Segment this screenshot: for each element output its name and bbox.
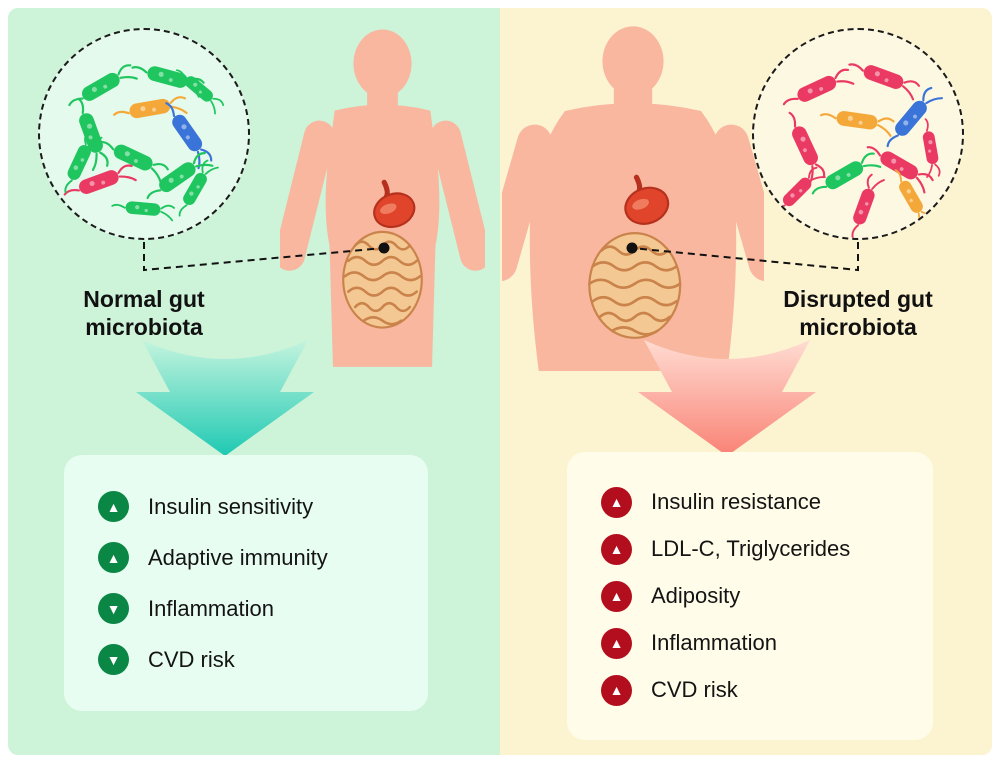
normal-gut-heading: Normal gut microbiota bbox=[83, 286, 205, 340]
outcome-label: Insulin sensitivity bbox=[148, 493, 314, 519]
outcome-row: ▼ Inflammation bbox=[98, 593, 394, 624]
decrease-icon: ▼ bbox=[98, 593, 129, 624]
outcome-row: ▲ Insulin resistance bbox=[601, 486, 899, 518]
outcome-row: ▲ CVD risk bbox=[601, 674, 899, 706]
normal-bacteria-cluster-icon bbox=[58, 59, 226, 222]
increase-icon: ▲ bbox=[98, 542, 129, 573]
bacterium-icon bbox=[844, 56, 922, 101]
increase-icon: ▲ bbox=[601, 674, 632, 706]
bacterium-icon bbox=[110, 198, 176, 222]
outcome-row: ▼ CVD risk bbox=[98, 644, 394, 675]
increase-icon: ▲ bbox=[98, 491, 129, 522]
increase-icon: ▲ bbox=[601, 580, 632, 612]
outcome-label: CVD risk bbox=[651, 677, 738, 702]
bacterium-icon bbox=[845, 172, 886, 238]
outcome-label: Inflammation bbox=[148, 595, 274, 621]
outcome-label: LDL-C, Triglycerides bbox=[651, 536, 851, 561]
outcome-row: ▲ LDL-C, Triglycerides bbox=[601, 533, 899, 565]
outcome-row: ▲ Adiposity bbox=[601, 580, 899, 612]
outcome-label: Inflammation bbox=[651, 630, 777, 655]
down-arrow-left-icon bbox=[136, 340, 314, 456]
increase-icon: ▲ bbox=[601, 533, 632, 565]
obese-person-icon bbox=[502, 26, 764, 371]
bacterium-icon bbox=[64, 61, 139, 116]
bacterium-icon bbox=[861, 139, 936, 194]
normal-microbiota-circle bbox=[38, 28, 250, 240]
outcome-row: ▲ Insulin sensitivity bbox=[98, 491, 394, 522]
intestines-icon bbox=[342, 230, 423, 329]
outcome-label: CVD risk bbox=[148, 646, 235, 672]
lean-person-icon bbox=[280, 29, 485, 367]
intestines-icon bbox=[588, 232, 682, 339]
decrease-icon: ▼ bbox=[98, 644, 129, 675]
disrupted-gut-heading: Disrupted gut microbiota bbox=[783, 286, 933, 340]
increase-icon: ▲ bbox=[601, 486, 632, 518]
outcome-label: Adaptive immunity bbox=[148, 544, 328, 570]
stomach-icon bbox=[373, 179, 416, 229]
outcome-label: Insulin resistance bbox=[651, 489, 821, 514]
outcome-label: Adiposity bbox=[651, 583, 741, 608]
stomach-icon bbox=[624, 174, 670, 225]
bacterium-icon bbox=[818, 106, 896, 138]
outcome-row: ▲ Inflammation bbox=[601, 627, 899, 659]
bacterium-icon bbox=[916, 117, 943, 179]
outcome-row: ▲ Adaptive immunity bbox=[98, 542, 394, 573]
disrupted-microbiota-circle bbox=[752, 28, 964, 240]
bacterium-icon bbox=[779, 65, 856, 116]
disrupted-outcomes-panel: ▲ Insulin resistance ▲ LDL-C, Triglyceri… bbox=[567, 452, 933, 740]
disrupted-bacteria-cluster-icon bbox=[770, 56, 944, 238]
bacterium-icon bbox=[778, 108, 829, 185]
down-arrow-right-icon bbox=[638, 340, 816, 456]
increase-icon: ▲ bbox=[601, 627, 632, 659]
normal-outcomes-panel: ▲ Insulin sensitivity ▲ Adaptive immunit… bbox=[64, 455, 428, 711]
